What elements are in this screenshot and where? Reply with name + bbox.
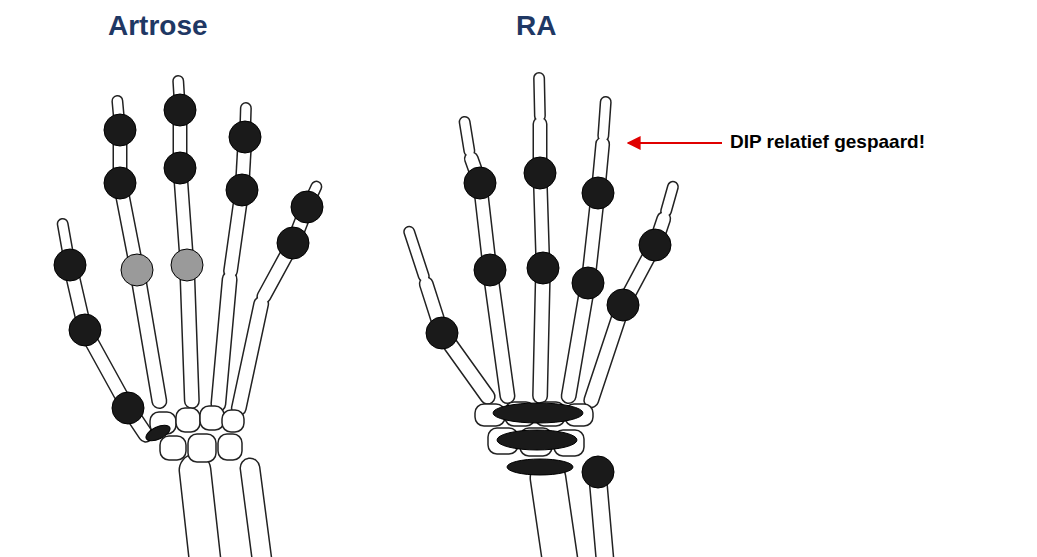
bone-outline [598, 480, 605, 557]
bone-fill [569, 287, 588, 396]
joint-marker [112, 392, 144, 424]
bone-outline [491, 274, 508, 396]
joint-marker [226, 174, 258, 206]
joint-marker [426, 317, 458, 349]
bone-fill [548, 478, 560, 557]
joint-marker [527, 252, 559, 284]
bone-outline [591, 309, 621, 400]
bone-outline [603, 102, 605, 136]
bone-fill [218, 279, 229, 404]
carpal-bone [176, 408, 200, 432]
hand-bones [63, 78, 673, 557]
joint-marker [277, 227, 309, 259]
carpal-bone [218, 434, 242, 460]
bone-outline [548, 478, 560, 557]
bone-fill [598, 480, 605, 557]
joint-marker [54, 249, 86, 281]
bone-outline [250, 468, 262, 557]
joint-marker [607, 289, 639, 321]
bone-fill [540, 177, 543, 264]
joint-marker [164, 94, 196, 126]
carpal-bone [222, 410, 244, 432]
bone-outline [540, 177, 543, 264]
bone-fill [666, 187, 673, 211]
bone-fill [465, 122, 470, 151]
hand-heading: Artrose [108, 10, 208, 42]
bone-outline [409, 232, 424, 276]
bone-outline [195, 470, 205, 557]
bone-fill [603, 102, 605, 136]
bone-outline [533, 78, 546, 116]
pointer-arrow [628, 142, 722, 144]
bone-fill [250, 468, 262, 557]
bone-fill [591, 309, 621, 400]
joint-marker [104, 167, 136, 199]
joint-marker [164, 152, 196, 184]
bone-outline [180, 172, 186, 261]
carpal-bone [200, 406, 224, 430]
bone-fill [187, 269, 192, 401]
joint-marker [524, 157, 556, 189]
bone-outline [138, 274, 160, 401]
joint-marker [474, 254, 506, 286]
bone-fill [491, 274, 508, 396]
carpal-bone [188, 434, 216, 462]
hand-heading: RA [516, 10, 556, 42]
bone-outline [666, 187, 673, 211]
joint-marker [121, 254, 153, 286]
bone-fill [535, 78, 545, 116]
joint-marker [229, 121, 261, 153]
joint-marker [572, 267, 604, 299]
joint-marker [582, 177, 614, 209]
bone-outline [218, 279, 229, 404]
callout-note: DIP relatief gespaard! [730, 131, 925, 153]
bone-fill [409, 232, 424, 276]
joint-marker [69, 314, 101, 346]
bone-outline [465, 122, 470, 151]
joint-marker [507, 459, 573, 475]
bone-fill [195, 470, 205, 557]
bone-fill [138, 274, 160, 401]
joint-marker [493, 403, 583, 423]
carpal-bone [160, 436, 186, 460]
bone-fill [540, 272, 543, 396]
joint-marker [582, 456, 614, 488]
bone-outline [187, 269, 192, 401]
joint-marker [291, 191, 323, 223]
joint-markers [54, 94, 671, 488]
bone-outline [540, 272, 543, 396]
joint-marker [171, 249, 203, 281]
joint-marker [497, 430, 577, 450]
bone-outline [239, 304, 261, 408]
joint-marker [104, 114, 136, 146]
bone-outline [569, 287, 588, 396]
joint-marker [144, 422, 173, 444]
joint-marker [639, 229, 671, 261]
bone-fill [180, 172, 186, 261]
bone-fill [239, 304, 261, 408]
joint-marker [464, 167, 496, 199]
